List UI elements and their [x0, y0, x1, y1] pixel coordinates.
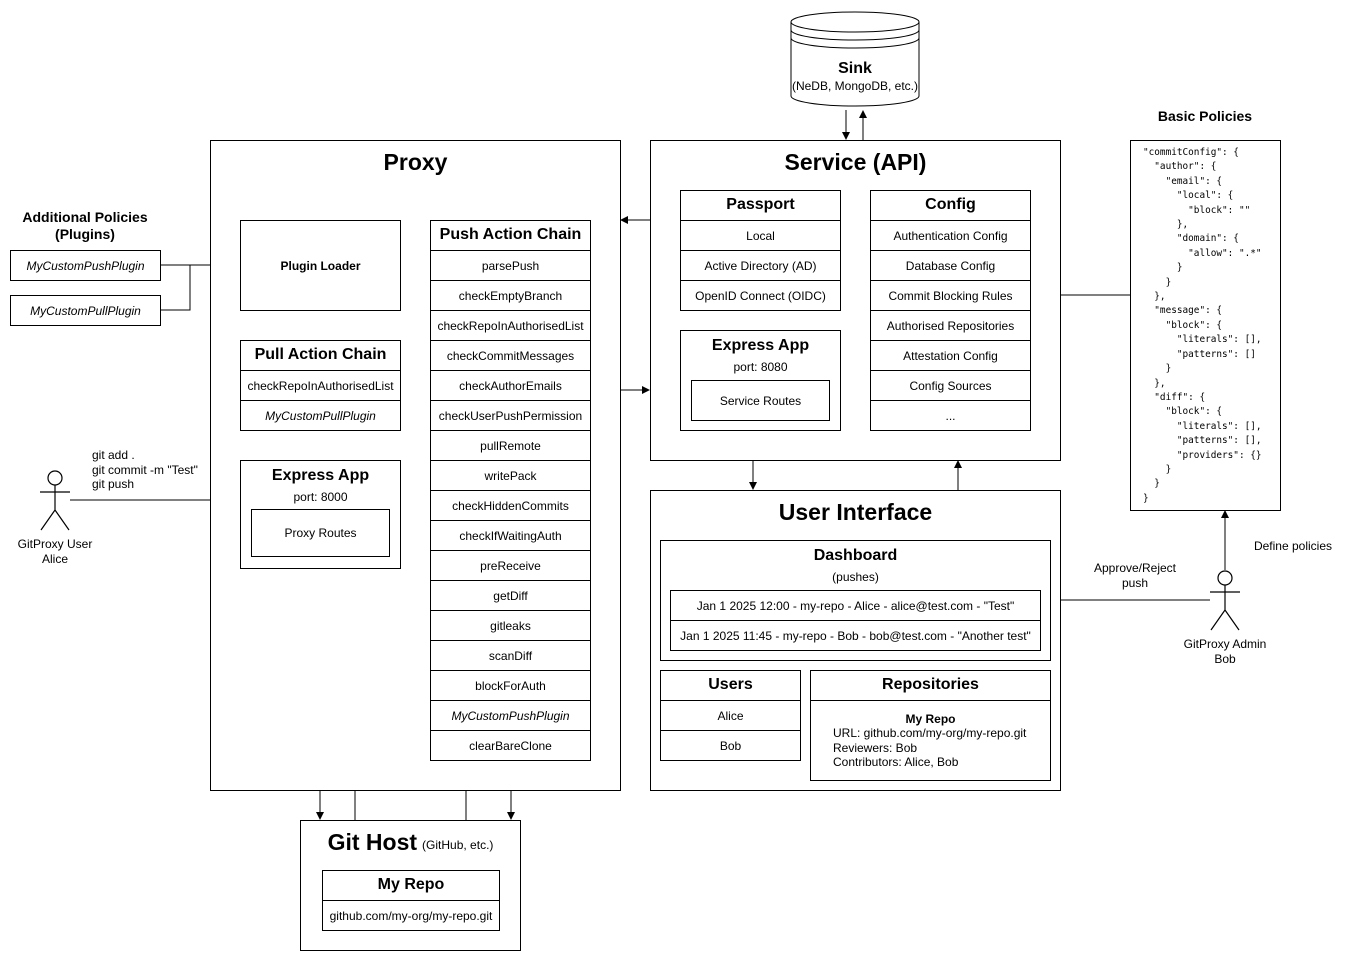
additional-policies-subtitle: (Plugins): [55, 226, 115, 242]
user-command: git commit -m "Test": [92, 463, 198, 477]
push-chain-item: checkAuthorEmails: [430, 370, 591, 401]
admin-name-line2: Bob: [1214, 651, 1236, 666]
custom-push-plugin-box: MyCustomPushPlugin: [10, 250, 161, 281]
service-express-title: Express App: [711, 337, 810, 354]
line-pull-plugin-to-loader: [160, 265, 191, 311]
repositories-box: [810, 670, 1051, 781]
repository-name: My Repo: [905, 711, 956, 726]
push-chain-item: writePack: [430, 460, 591, 491]
additional-policies-title: Additional Policies: [22, 209, 148, 225]
passport-item: OpenID Connect (OIDC): [680, 280, 841, 311]
basic-policies-title: Basic Policies: [1157, 108, 1253, 124]
users-list-item[interactable]: Alice: [660, 700, 801, 731]
user-command: git add .: [92, 448, 135, 462]
config-item: Authentication Config: [870, 220, 1031, 251]
git-host-repo-title: My Repo: [377, 876, 445, 893]
plugin-loader-box: Plugin Loader: [240, 220, 401, 311]
sink-subtitle: (NeDB, MongoDB, etc.): [791, 79, 919, 93]
push-chain-item: getDiff: [430, 580, 591, 611]
push-chain-item: scanDiff: [430, 640, 591, 671]
dashboard-title: Dashboard: [813, 547, 898, 564]
push-chain-item: parsePush: [430, 250, 591, 281]
config-item: Commit Blocking Rules: [870, 280, 1031, 311]
git-host-title: Git Host: [327, 829, 418, 855]
dashboard-push-row[interactable]: Jan 1 2025 12:00 - my-repo - Alice - ali…: [670, 590, 1041, 621]
approve-reject-label: Approve/Reject: [1093, 560, 1177, 575]
push-chain-item: pullRemote: [430, 430, 591, 461]
proxy-title: Proxy: [383, 149, 448, 175]
basic-policies-box: [1130, 140, 1281, 511]
git-host-heading: Git Host (GitHub, etc.): [300, 827, 521, 857]
admin-bob-figure-icon: [1210, 570, 1240, 631]
proxy-routes-box: Proxy Routes: [251, 509, 390, 557]
config-item: Authorised Repositories: [870, 310, 1031, 341]
define-policies-label: Define policies: [1253, 538, 1333, 553]
push-chain-item: clearBareClone: [430, 730, 591, 761]
user-alice-figure-icon: [40, 470, 70, 531]
push-chain-item: checkRepoInAuthorisedList: [430, 310, 591, 341]
repositories-title: Repositories: [882, 676, 979, 693]
push-chain-item: preReceive: [430, 550, 591, 581]
proxy-express-title: Express App: [271, 467, 370, 484]
repository-contributors: Contributors: Alice, Bob: [833, 754, 959, 769]
user-name-line1: GitProxy User: [17, 536, 93, 551]
service-express-port: port: 8080: [733, 360, 788, 374]
passport-item: Local: [680, 220, 841, 251]
user-interface-title: User Interface: [778, 499, 933, 525]
push-action-chain-title: Push Action Chain: [439, 226, 582, 243]
push-chain-item: checkHiddenCommits: [430, 490, 591, 521]
pull-action-chain-title: Pull Action Chain: [254, 346, 387, 363]
sink-title: Sink: [838, 60, 872, 77]
service-api-title: Service (API): [784, 149, 927, 175]
service-routes-box: Service Routes: [691, 380, 830, 421]
approve-reject-label-2: push: [1121, 575, 1149, 590]
push-chain-item: MyCustomPushPlugin: [430, 700, 591, 731]
users-title: Users: [708, 676, 753, 693]
pull-chain-item: MyCustomPullPlugin: [240, 400, 401, 431]
admin-name-line1: GitProxy Admin: [1183, 636, 1267, 651]
config-item: Database Config: [870, 250, 1031, 281]
push-chain-item: checkIfWaitingAuth: [430, 520, 591, 551]
passport-title: Passport: [726, 196, 795, 213]
basic-policies-code: "commitConfig": { "author": { "email": {…: [1143, 147, 1262, 504]
config-item: Config Sources: [870, 370, 1031, 401]
push-chain-item: gitleaks: [430, 610, 591, 641]
custom-pull-plugin-box: MyCustomPullPlugin: [10, 295, 161, 326]
config-item: ...: [870, 400, 1031, 431]
sink-database-icon: [790, 11, 920, 107]
push-chain-item: checkEmptyBranch: [430, 280, 591, 311]
repository-url: URL: github.com/my-org/my-repo.git: [833, 725, 1027, 740]
proxy-express-port: port: 8000: [293, 490, 348, 504]
push-chain-item: checkCommitMessages: [430, 340, 591, 371]
git-host-repo-url: github.com/my-org/my-repo.git: [322, 900, 500, 931]
push-chain-item: blockForAuth: [430, 670, 591, 701]
git-host-subtitle: (GitHub, etc.): [422, 838, 494, 852]
dashboard-subtitle: (pushes): [832, 570, 879, 584]
user-command: git push: [92, 477, 135, 491]
push-chain-item: checkUserPushPermission: [430, 400, 591, 431]
user-name-line2: Alice: [41, 551, 68, 566]
pull-chain-item: checkRepoInAuthorisedList: [240, 370, 401, 401]
users-list-item[interactable]: Bob: [660, 730, 801, 761]
passport-item: Active Directory (AD): [680, 250, 841, 281]
config-item: Attestation Config: [870, 340, 1031, 371]
repository-reviewers: Reviewers: Bob: [833, 740, 918, 755]
dashboard-push-row[interactable]: Jan 1 2025 11:45 - my-repo - Bob - bob@t…: [670, 620, 1041, 651]
repository-card[interactable]: [810, 700, 1051, 781]
config-title: Config: [925, 196, 976, 213]
